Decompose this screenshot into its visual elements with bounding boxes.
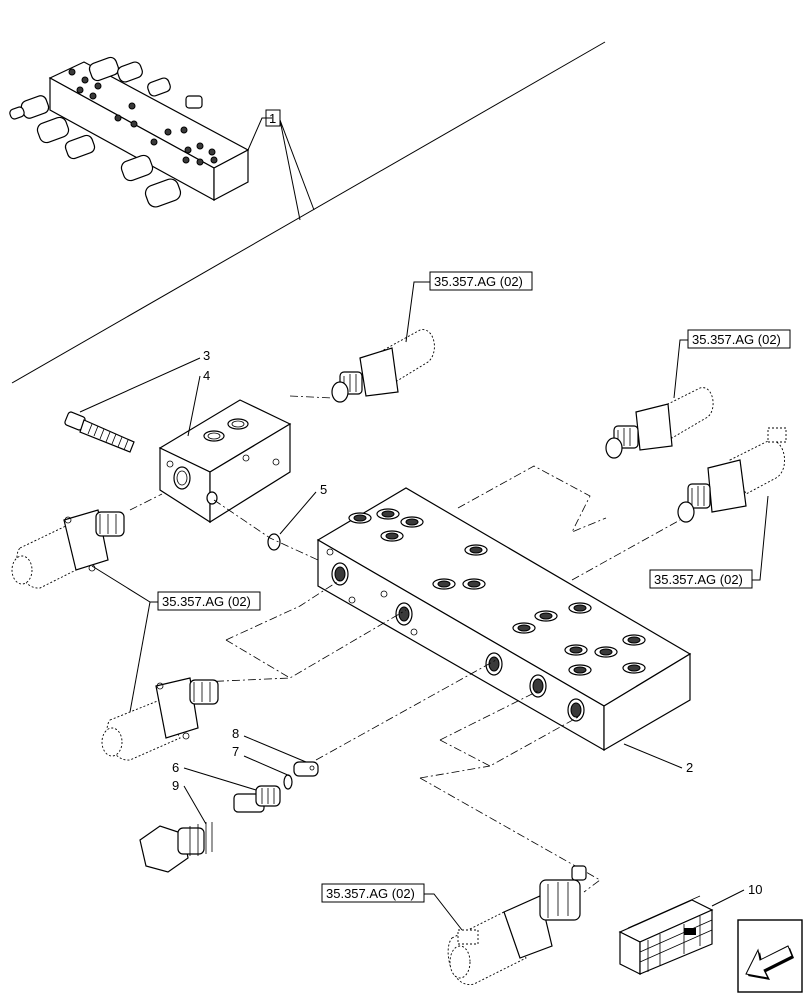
bolt-part [64,411,135,453]
plug-part [139,822,213,873]
small-o-ring-part [283,774,293,790]
solenoid-left-upper [11,509,125,589]
ref-box-bottom[interactable]: 35.357.AG (02) [321,883,425,903]
ref-right-top-label[interactable]: 35.357.AG (02) [692,332,781,347]
alignment-line [289,395,333,399]
manifold-block-part [316,487,692,752]
ref-left-label[interactable]: 35.357.AG (02) [162,594,251,609]
solenoid-right-middle [677,427,787,523]
callout-5: 5 [320,482,327,497]
o-ring-part [267,533,281,551]
callout-3: 3 [203,348,210,363]
callout-1: 1 [269,111,276,126]
callout-10: 10 [748,882,762,897]
ref-box-right-mid[interactable]: 35.357.AG (02) [649,569,753,589]
divider-line [11,41,606,384]
callout-6: 6 [172,760,179,775]
callout-9: 9 [172,778,179,793]
ref-right-mid-label[interactable]: 35.357.AG (02) [654,572,743,587]
ref-top-label[interactable]: 35.357.AG (02) [434,274,523,289]
back-arrow-icon[interactable] [737,919,803,993]
callout-7: 7 [232,744,239,759]
solenoid-bottom-center [447,865,587,985]
solenoid-left-lower [101,677,219,761]
wooden-crate-icon [618,895,714,975]
callout-1-box [265,109,281,127]
solenoid-right-top [605,387,714,459]
solenoid-top-center [331,329,435,403]
callout-2: 2 [686,760,693,775]
spool-part [233,785,281,813]
small-block-part [158,399,292,524]
pin-part [293,761,319,777]
ref-box-right-top[interactable]: 35.357.AG (02) [687,329,791,349]
callout-4: 4 [203,368,210,383]
valve-assembly-thumbnail [9,56,250,208]
callout-8: 8 [232,726,239,741]
ref-bottom-label[interactable]: 35.357.AG (02) [326,886,415,901]
ref-box-top[interactable]: 35.357.AG (02) [429,271,533,291]
ref-box-left[interactable]: 35.357.AG (02) [157,591,261,611]
